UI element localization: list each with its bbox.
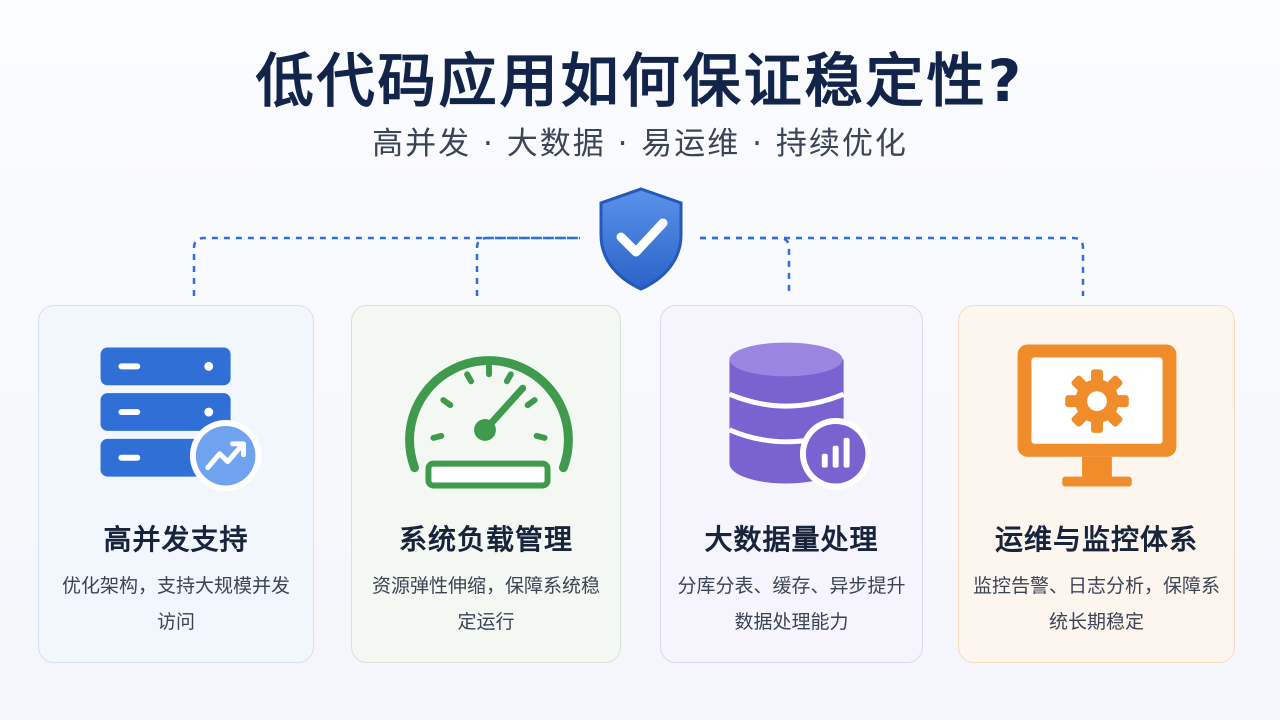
card-high-concurrency: 高并发支持 优化架构，支持大规模并发访问 (38, 305, 314, 663)
card-title: 运维与监控体系 (994, 523, 1198, 556)
page-title: 低代码应用如何保证稳定性? (255, 47, 1025, 115)
card-description: 资源弹性伸缩，保障系统稳定运行 (371, 575, 600, 633)
card-ops-monitoring: 运维与监控体系 监控告警、日志分析，保障系统长期稳定 (958, 305, 1235, 663)
card-title: 大数据量处理 (704, 523, 879, 556)
card-title: 高并发支持 (103, 523, 249, 556)
shield-check-icon (599, 187, 683, 291)
card-description: 分库分表、缓存、异步提升数据处理能力 (677, 575, 906, 633)
card-description: 优化架构，支持大规模并发访问 (61, 575, 290, 633)
database-chart-icon (728, 342, 872, 490)
server-growth-icon (100, 347, 262, 492)
monitor-gear-icon (1017, 344, 1177, 487)
card-load-management: 系统负载管理 资源弹性伸缩，保障系统稳定运行 (351, 305, 621, 663)
gauge-icon (405, 356, 573, 489)
card-title: 系统负载管理 (398, 523, 573, 556)
page-subtitle: 高并发 · 大数据 · 易运维 · 持续优化 (372, 126, 908, 162)
card-description: 监控告警、日志分析，保障系统长期稳定 (973, 575, 1221, 633)
card-big-data: 大数据量处理 分库分表、缓存、异步提升数据处理能力 (660, 305, 923, 663)
